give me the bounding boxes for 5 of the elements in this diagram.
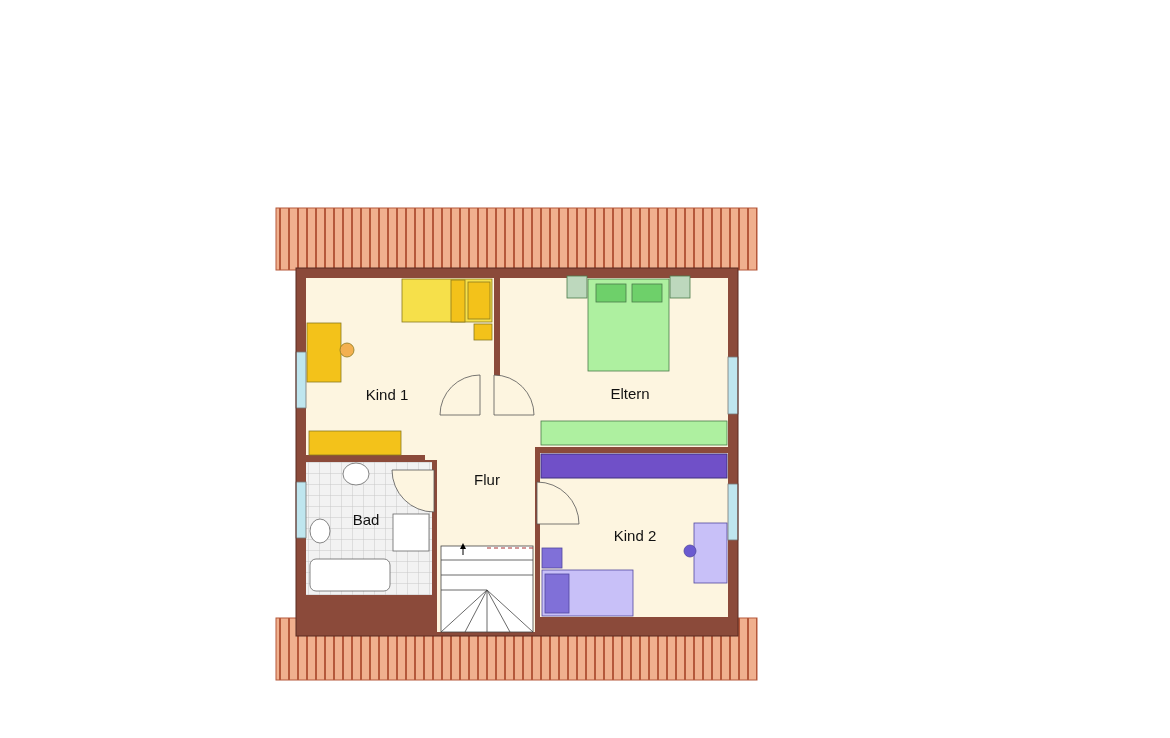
room-label: Flur xyxy=(474,470,500,488)
room-label: Kind 2 xyxy=(613,526,657,544)
room-label: Eltern xyxy=(610,384,650,402)
room-label: Bad xyxy=(352,510,380,528)
room-label: Kind 1 xyxy=(365,385,409,403)
